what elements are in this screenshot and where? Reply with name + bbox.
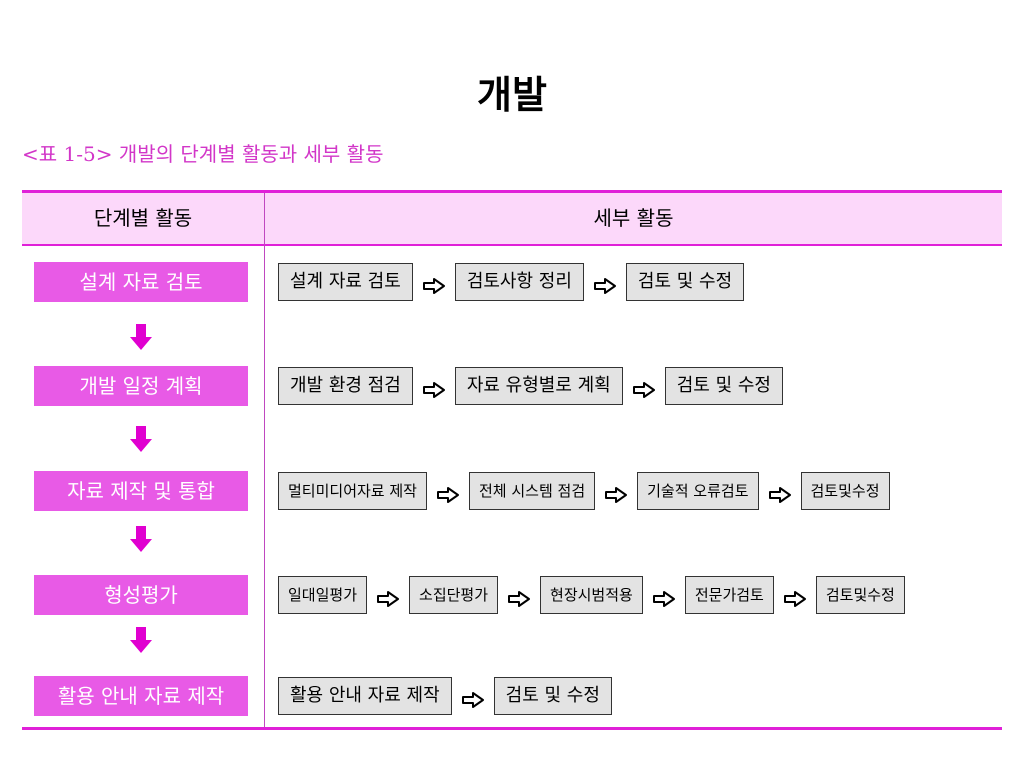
right-arrow-icon bbox=[461, 692, 484, 708]
right-arrow-icon bbox=[508, 591, 531, 607]
right-arrow-icon bbox=[377, 591, 400, 607]
step-box: 전체 시스템 점검 bbox=[468, 472, 596, 510]
table-top-rule bbox=[22, 190, 1002, 193]
detail-row-design-review: 설계 자료 검토 검토사항 정리 검토 및 수정 bbox=[278, 262, 745, 302]
right-arrow-icon bbox=[783, 591, 806, 607]
down-arrow-icon bbox=[130, 526, 152, 552]
step-box: 소집단평가 bbox=[409, 576, 499, 614]
table-caption: <표 1-5> 개발의 단계별 활동과 세부 활동 bbox=[22, 142, 384, 166]
step-box: 검토및수정 bbox=[800, 472, 890, 510]
step-box: 활용 안내 자료 제작 bbox=[278, 677, 452, 715]
step-box: 현장시범적용 bbox=[540, 576, 643, 614]
down-arrow-icon bbox=[130, 426, 152, 452]
right-arrow-icon bbox=[422, 278, 445, 294]
step-box: 설계 자료 검토 bbox=[278, 263, 413, 301]
stage-box-production-integration: 자료 제작 및 통합 bbox=[34, 471, 248, 511]
detail-row-usage-guide: 활용 안내 자료 제작 검토 및 수정 bbox=[278, 676, 612, 716]
detail-row-production-integration: 멀티미디어자료 제작 전체 시스템 점검 기술적 오류검토 검토및수정 bbox=[278, 471, 890, 511]
step-box: 멀티미디어자료 제작 bbox=[278, 472, 427, 510]
right-arrow-icon bbox=[605, 487, 628, 503]
step-box: 검토및수정 bbox=[815, 576, 905, 614]
step-box: 자료 유형별로 계획 bbox=[454, 367, 623, 405]
step-box: 전문가검토 bbox=[684, 576, 774, 614]
table-header-rule bbox=[22, 244, 1002, 246]
step-box: 검토사항 정리 bbox=[454, 263, 584, 301]
down-arrow-icon bbox=[130, 324, 152, 350]
down-arrow-icon bbox=[130, 627, 152, 653]
page-title: 개발 bbox=[477, 73, 547, 117]
right-arrow-icon bbox=[593, 278, 616, 294]
right-arrow-icon bbox=[436, 487, 459, 503]
step-box: 개발 환경 점검 bbox=[278, 367, 413, 405]
right-arrow-icon bbox=[768, 487, 791, 503]
right-arrow-icon bbox=[422, 382, 445, 398]
step-box: 검토 및 수정 bbox=[493, 677, 612, 715]
table-bottom-rule bbox=[22, 727, 1002, 730]
step-box: 일대일평가 bbox=[278, 576, 368, 614]
step-box: 검토 및 수정 bbox=[625, 263, 745, 301]
stage-box-usage-guide: 활용 안내 자료 제작 bbox=[34, 676, 248, 716]
right-arrow-icon bbox=[652, 591, 675, 607]
detail-row-schedule-plan: 개발 환경 점검 자료 유형별로 계획 검토 및 수정 bbox=[278, 366, 783, 406]
stage-box-design-review: 설계 자료 검토 bbox=[34, 262, 248, 302]
right-arrow-icon bbox=[632, 382, 655, 398]
header-stage-activity: 단계별 활동 bbox=[93, 206, 193, 230]
table-header-row bbox=[22, 193, 1002, 244]
stage-box-schedule-plan: 개발 일정 계획 bbox=[34, 366, 248, 406]
column-divider bbox=[264, 193, 265, 727]
detail-row-formative-evaluation: 일대일평가 소집단평가 현장시범적용 전문가검토 검토및수정 bbox=[278, 575, 905, 615]
step-box: 검토 및 수정 bbox=[664, 367, 783, 405]
stage-box-formative-evaluation: 형성평가 bbox=[34, 575, 248, 615]
step-box: 기술적 오류검토 bbox=[637, 472, 759, 510]
process-table: 단계별 활동 세부 활동 설계 자료 검토 설계 자료 검토 검토사항 정리 검… bbox=[22, 190, 1002, 730]
header-detail-activity: 세부 활동 bbox=[593, 206, 674, 230]
